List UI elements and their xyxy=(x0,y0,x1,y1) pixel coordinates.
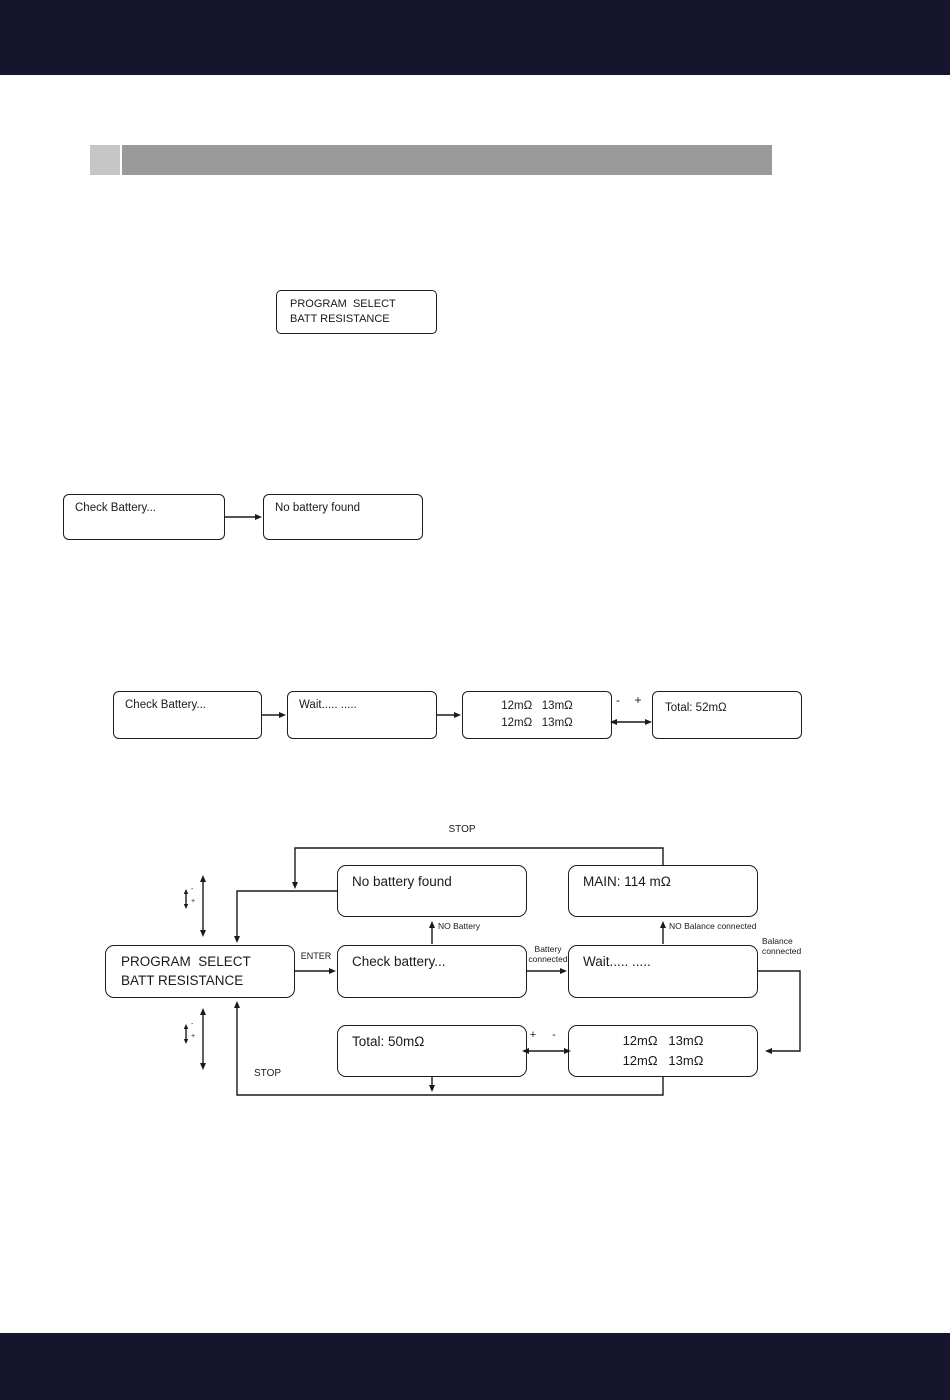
updown-plus-sign-1: + xyxy=(191,898,196,905)
dec-label-1: - xyxy=(616,693,620,707)
updown-minus-sign-2: - xyxy=(191,1021,194,1028)
no-balance-label: NO Balance connected xyxy=(669,921,757,931)
battery-connected-label: Battery connected xyxy=(528,944,568,964)
section-title-bar xyxy=(122,145,772,175)
enter-label: ENTER xyxy=(300,951,332,961)
lcd-check-battery-1: Check Battery... xyxy=(63,494,225,540)
section-accent-square xyxy=(90,145,120,175)
lcd-program-select-main: PROGRAM SELECT BATT RESISTANCE xyxy=(105,945,295,998)
lcd-total-52: Total: 52mΩ xyxy=(652,691,802,739)
page-header-bar xyxy=(0,0,950,75)
dec-label-2: - xyxy=(552,1029,556,1041)
balance-connected-label: Balance connected xyxy=(762,936,802,956)
stop-top-label: STOP xyxy=(448,824,476,835)
lcd-check-battery-main: Check battery... xyxy=(337,945,527,998)
page-footer-bar xyxy=(0,1333,950,1400)
lcd-wait-main: Wait..... ..... xyxy=(568,945,758,998)
lcd-no-battery-found-1: No battery found xyxy=(263,494,423,540)
lcd-program-select: PROGRAM SELECT BATT RESISTANCE xyxy=(276,290,437,334)
connector-balance-connected xyxy=(758,970,801,1054)
lcd-main-resistance: MAIN: 114 mΩ xyxy=(568,865,758,917)
lcd-check-battery-2: Check Battery... xyxy=(113,691,262,739)
connector-nobattery-return xyxy=(234,890,337,943)
lcd-cell-resistance-1: 12mΩ 13mΩ 12mΩ 13mΩ xyxy=(462,691,612,739)
updown-minus-sign-1: - xyxy=(191,886,194,893)
lcd-wait-1: Wait..... ..... xyxy=(287,691,437,739)
lcd-total-50: Total: 50mΩ xyxy=(337,1025,527,1077)
stop-bottom-label: STOP xyxy=(254,1068,282,1079)
lcd-cell-resistance-2: 12mΩ 13mΩ 12mΩ 13mΩ xyxy=(568,1025,758,1077)
no-battery-label: NO Battery xyxy=(438,921,481,931)
inc-label-1: + xyxy=(634,693,642,707)
inc-label-2: + xyxy=(529,1029,537,1041)
updown-plus-sign-2: + xyxy=(191,1033,196,1040)
lcd-no-battery-found-2: No battery found xyxy=(337,865,527,917)
